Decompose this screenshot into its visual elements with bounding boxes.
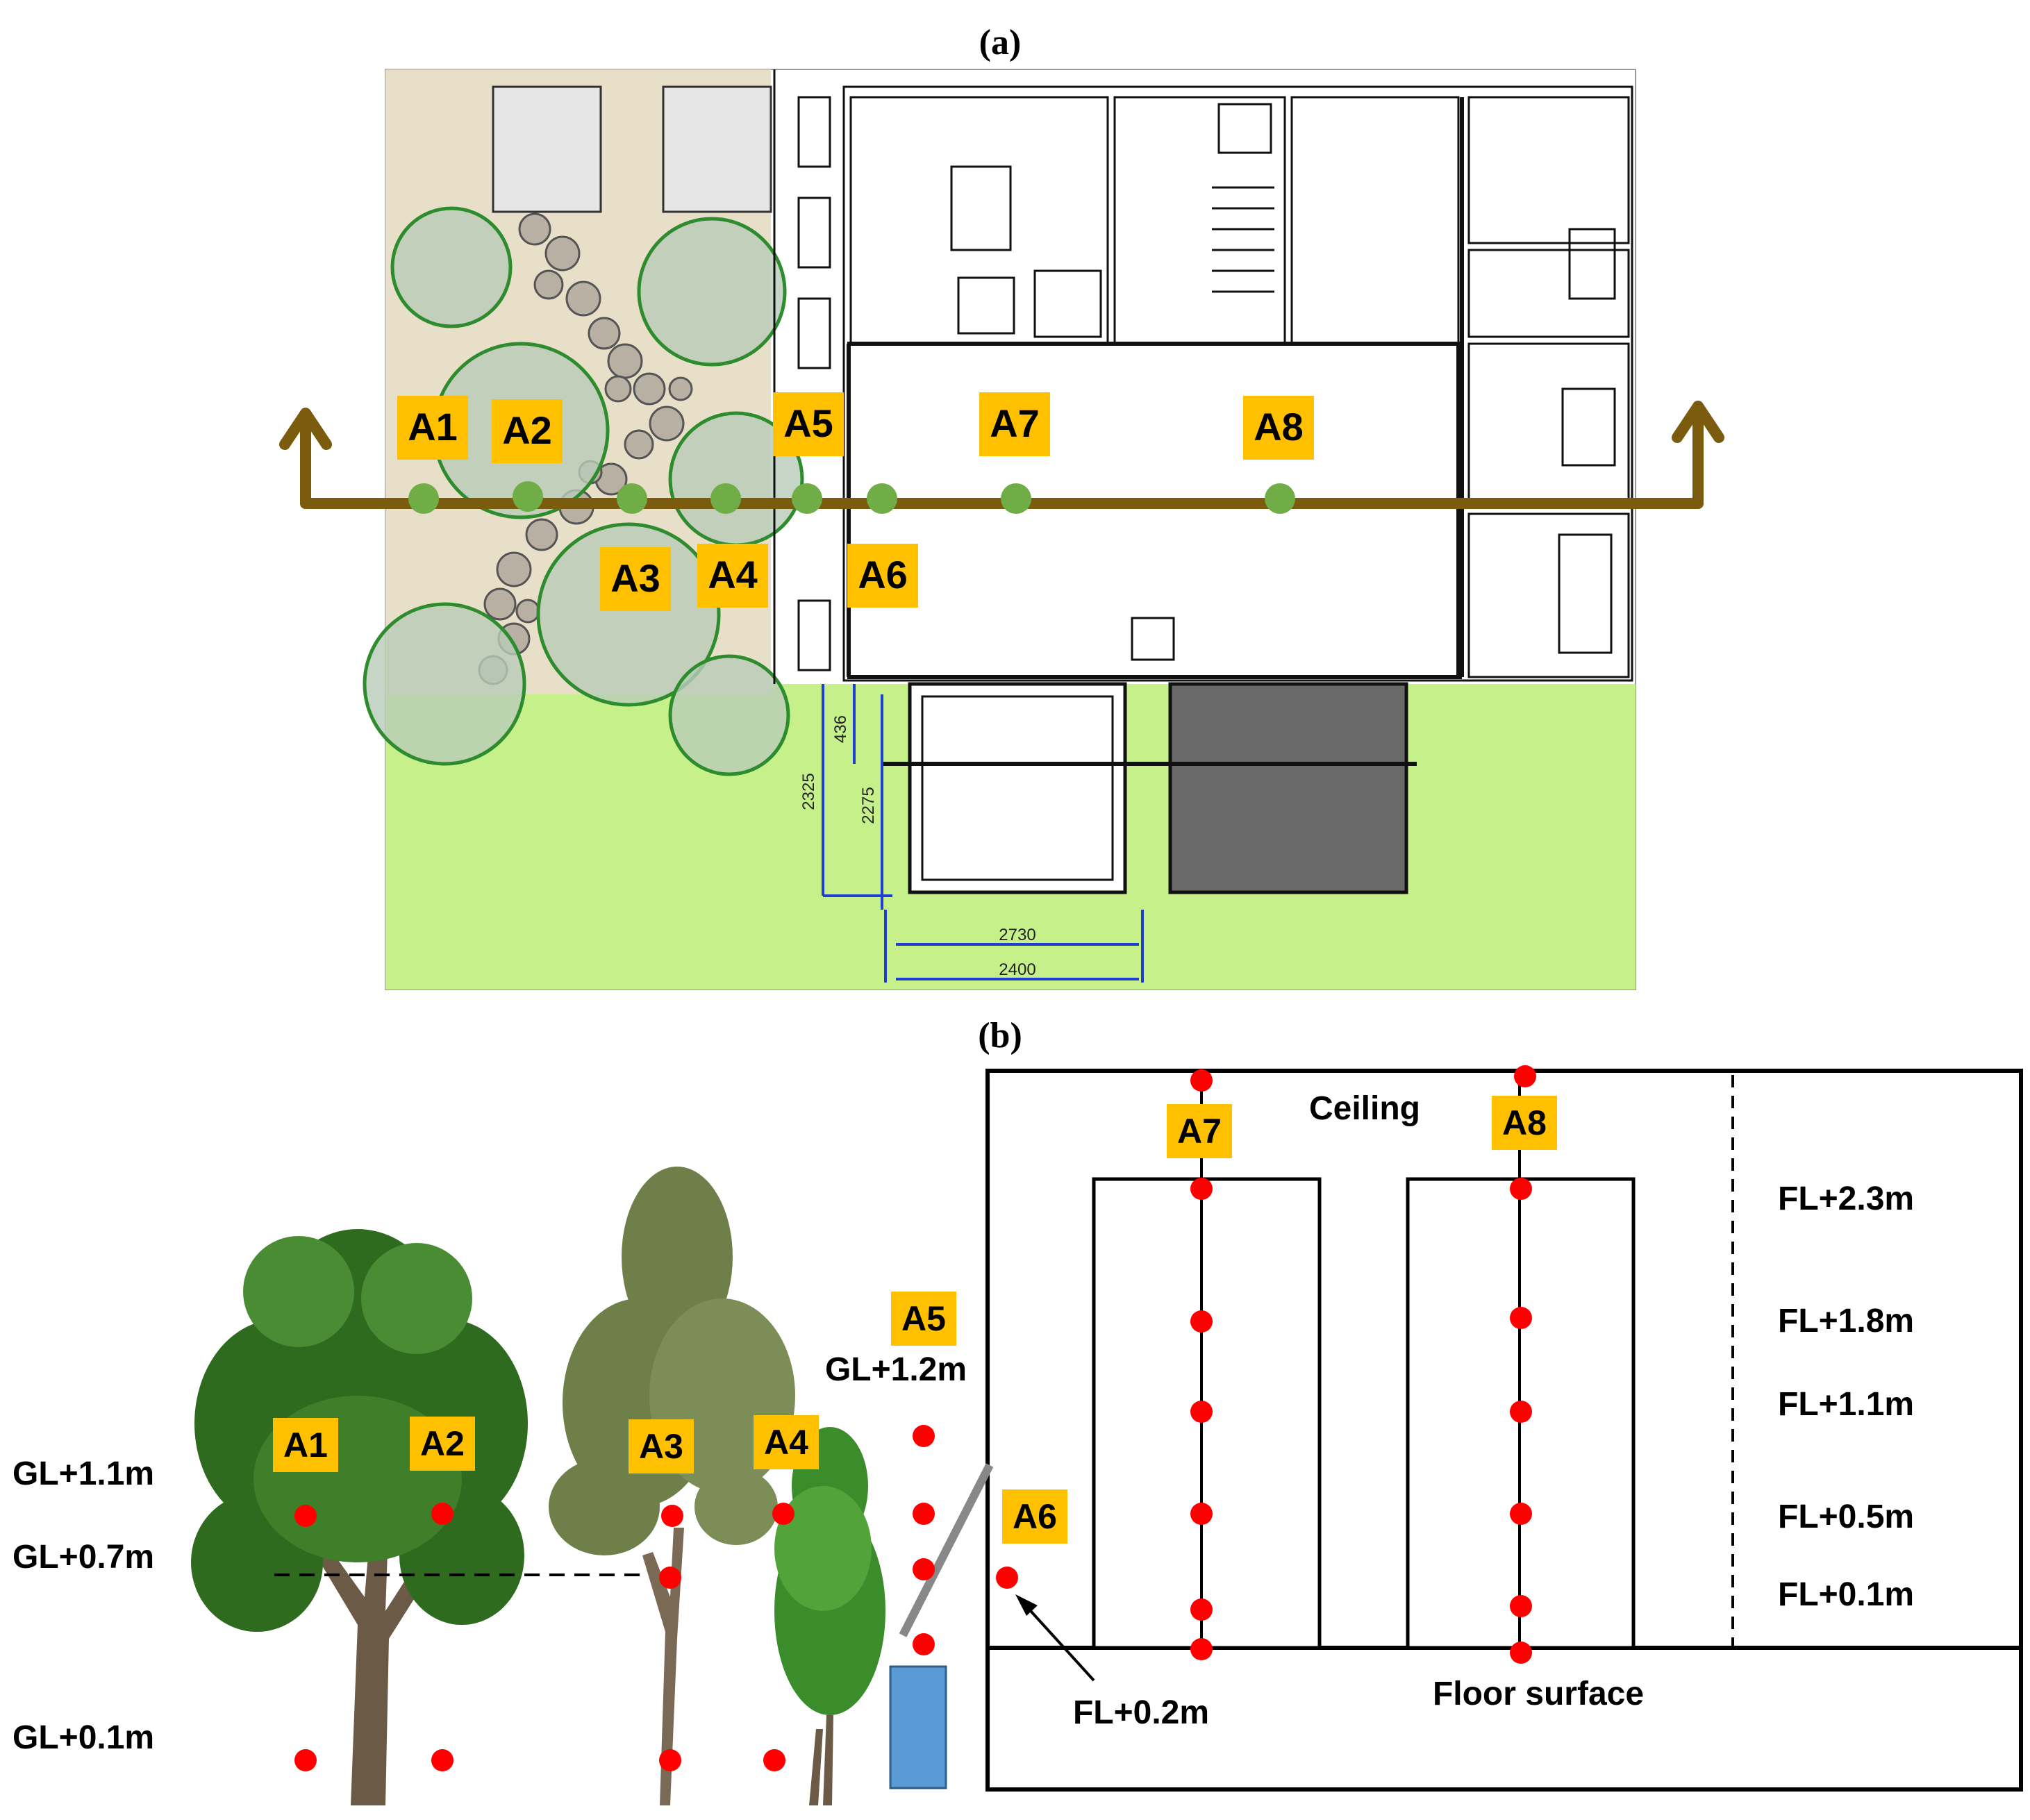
plan-point-a3 (617, 483, 647, 514)
terrace-right (1168, 682, 1408, 894)
fl-01-label: FL+0.1m (1778, 1576, 1914, 1613)
a4-point-low (763, 1749, 785, 1771)
fl-23-label: FL+2.3m (1778, 1180, 1914, 1217)
a5-point-3 (913, 1558, 935, 1580)
plan-tag-a8: A8 (1254, 405, 1304, 449)
floor-plan-walls (773, 69, 1633, 684)
a8-point-18 (1510, 1307, 1532, 1329)
panel-a-label: (a) (979, 23, 1022, 62)
a6-point (996, 1567, 1018, 1589)
a8-point-ceiling (1514, 1065, 1536, 1087)
a8-point-floor (1510, 1642, 1532, 1664)
section-tag-a1: A1 (283, 1426, 328, 1464)
dimension-lines (822, 684, 1144, 983)
dim-2325: 2325 (799, 773, 818, 810)
section-tags: A1 A2 A3 A4 A5 A6 A7 A8 (273, 1096, 1557, 1544)
dim-2275: 2275 (859, 787, 878, 824)
section-tag-a5: A5 (901, 1299, 946, 1338)
a5-point-4 (913, 1633, 935, 1655)
plan-point-a1 (408, 483, 439, 514)
a2-point-low (431, 1749, 454, 1771)
fl-18-label: FL+1.8m (1778, 1303, 1914, 1339)
section-tag-a8: A8 (1502, 1103, 1547, 1142)
site-plan: 436 2325 2275 2730 2400 (363, 69, 1636, 990)
a6-pointer-arrow (1015, 1594, 1095, 1682)
a7-point-ceiling (1190, 1069, 1213, 1092)
gl-01-label: GL+0.1m (13, 1719, 154, 1756)
a2-point-high (431, 1503, 454, 1525)
a1-point-high (294, 1505, 317, 1527)
a7-point-11 (1190, 1401, 1213, 1423)
fl-11-label: FL+1.1m (1778, 1386, 1914, 1423)
a5-level-label: GL+1.2m (825, 1351, 967, 1388)
plan-point-a4 (710, 483, 741, 514)
plan-point-a5 (792, 483, 822, 514)
section-tag-a2: A2 (420, 1424, 465, 1463)
a7-point-18 (1190, 1310, 1213, 1333)
plan-points (408, 481, 1295, 514)
a1-point-low (294, 1749, 317, 1771)
plan-tag-a4: A4 (708, 553, 758, 596)
fl-05-label: FL+0.5m (1778, 1498, 1914, 1535)
section-tag-a7: A7 (1177, 1112, 1222, 1151)
floor-surface-label: Floor surface (1433, 1676, 1644, 1712)
plan-point-a6 (867, 483, 897, 514)
dim-2400: 2400 (999, 960, 1035, 979)
terrace-left (908, 682, 1127, 894)
a8-point-23 (1510, 1178, 1532, 1200)
section-tag-a3: A3 (639, 1427, 683, 1466)
glass-pane (899, 1463, 994, 1637)
a6-level-label: FL+0.2m (1073, 1694, 1209, 1731)
a7-point-floor (1190, 1638, 1213, 1660)
plan-tag-a2: A2 (502, 408, 552, 452)
a7-point-01 (1190, 1598, 1213, 1621)
plan-tag-a6: A6 (858, 553, 908, 596)
shrub (774, 1427, 885, 1805)
tree-canopies (363, 206, 804, 776)
plan-tag-a5: A5 (783, 401, 833, 445)
a3-point-high (661, 1505, 683, 1527)
plan-tags: A1 A2 A3 A4 A5 A6 A7 A8 (397, 392, 1314, 611)
section-tag-a4: A4 (764, 1423, 808, 1462)
a8-point-05 (1510, 1503, 1532, 1525)
gl-11-label: GL+1.1m (13, 1455, 154, 1492)
a5-point-1 (913, 1425, 935, 1447)
a7-point-05 (1190, 1503, 1213, 1525)
section-tag-a6: A6 (1013, 1497, 1057, 1536)
a3-point-low (659, 1749, 681, 1771)
window-box (889, 1665, 947, 1789)
a5-point-2 (913, 1503, 935, 1525)
plan-point-a7 (1001, 483, 1031, 514)
ceiling-label: Ceiling (1309, 1090, 1420, 1127)
gl-07-label: GL+0.7m (13, 1539, 154, 1576)
plan-tag-a7: A7 (990, 401, 1040, 445)
a4-point-high (772, 1503, 794, 1525)
stepping-stones (478, 212, 693, 685)
tree-large (191, 1229, 528, 1805)
tree-slender (549, 1167, 795, 1805)
plan-point-a2 (513, 481, 543, 512)
dim-2730: 2730 (999, 926, 1035, 944)
panel-b-label: (b) (978, 1016, 1022, 1055)
plan-tag-a1: A1 (408, 405, 458, 449)
a8-point-11 (1510, 1401, 1532, 1423)
a3-point-mid (659, 1567, 681, 1589)
plan-point-a8 (1265, 483, 1295, 514)
plan-tag-a3: A3 (610, 556, 660, 600)
a8-point-01 (1510, 1595, 1532, 1617)
a7-point-23 (1190, 1178, 1213, 1200)
dim-436: 436 (831, 715, 850, 743)
section-points (294, 1065, 1536, 1771)
